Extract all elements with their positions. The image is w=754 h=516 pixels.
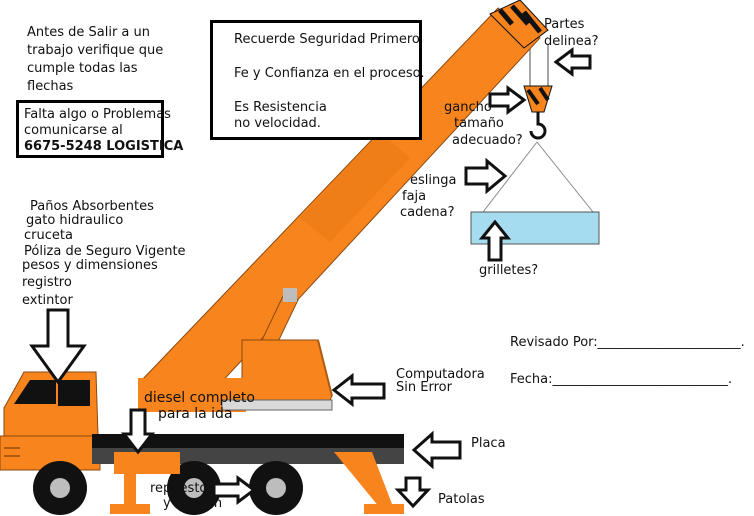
problems-box: Falta algo o Problemas comunicarse al 66… xyxy=(16,100,184,158)
safety-line: no velocidad. xyxy=(234,116,321,131)
grille xyxy=(4,447,20,457)
label-computadora: Sin Error xyxy=(396,380,452,395)
arrow-left-placa xyxy=(411,430,462,470)
check-arrows xyxy=(29,47,592,509)
checklist-item: Póliza de Seguro Vigente xyxy=(24,244,186,259)
sling-line xyxy=(482,141,538,213)
label-repuesto: y Presion xyxy=(163,496,223,511)
intro-note-line: flechas xyxy=(27,79,74,94)
sling-line xyxy=(536,141,594,213)
label-computadora: Computadora xyxy=(396,367,485,382)
problems-line: comunicarse al xyxy=(24,123,123,138)
label-partes: delinea? xyxy=(544,34,599,49)
hook-block-hatch xyxy=(526,86,550,106)
boom-tip-hatch xyxy=(498,4,542,34)
fecha-field[interactable]: Fecha:___________________________. xyxy=(510,372,733,387)
turret-base xyxy=(221,399,333,411)
label-repuesto: repuesto xyxy=(150,481,208,496)
truck-window xyxy=(58,380,90,406)
arrow-down-cab xyxy=(29,308,87,385)
arrow-up-grilletes xyxy=(478,219,512,262)
outrigger-rear xyxy=(334,452,404,514)
label-grilletes: grilletes? xyxy=(479,263,539,278)
problems-line: Falta algo o Problemas xyxy=(24,107,171,122)
wheel xyxy=(33,461,87,515)
label-gancho: tamaño xyxy=(454,116,504,131)
checklist-item: cruceta xyxy=(24,228,73,243)
checklist-item: Paños Absorbentes xyxy=(30,199,154,214)
arrow-left-computadora xyxy=(331,372,386,408)
cylinder-joint xyxy=(283,288,297,302)
label-para-ida: para la ida xyxy=(158,406,233,422)
label-patolas: Patolas xyxy=(438,492,485,507)
label-diesel: diesel completo xyxy=(144,390,255,406)
phone-number: 6675-5248 LOGISTICA xyxy=(24,139,184,154)
safety-line: Fe y Confianza en el proceso. xyxy=(234,66,425,81)
checklist-item: gato hidraulico xyxy=(26,213,124,228)
safety-line: Recuerde Seguridad Primero xyxy=(234,32,420,47)
wheel xyxy=(167,461,221,515)
label-gancho: gancho xyxy=(444,100,492,115)
truck-window xyxy=(14,380,56,404)
intro-note-line: Antes de Salir a un xyxy=(27,25,151,40)
label-eslinga: cadena? xyxy=(400,205,455,220)
label-partes: Partes xyxy=(544,17,585,32)
arrow-right-eslinga xyxy=(464,157,508,195)
chassis-top xyxy=(92,434,404,448)
outrigger-front xyxy=(110,452,180,514)
arrow-left-partes xyxy=(553,47,592,77)
arrow-right-repuesto xyxy=(212,475,257,505)
operator-cab xyxy=(241,339,333,405)
checklist-item: extintor xyxy=(22,293,73,308)
arrow-down-patolas xyxy=(394,476,432,509)
safety-line: Es Resistencia xyxy=(234,100,327,115)
label-eslinga: faja xyxy=(402,189,427,204)
revisado-field[interactable]: Revisado Por:______________________. xyxy=(510,335,745,350)
checklist-item: registro xyxy=(22,275,72,290)
label-placa: Placa xyxy=(471,436,506,451)
arrow-right-gancho xyxy=(488,85,527,115)
intro-note-line: cumple todas las xyxy=(27,61,138,76)
hook xyxy=(529,112,547,140)
intro-note-line: trabajo verifique que xyxy=(27,43,164,58)
arrow-down-diesel xyxy=(120,408,156,455)
safety-box: Recuerde Seguridad Primero Fe y Confianz… xyxy=(210,20,425,140)
checklist-item: pesos y dimensiones xyxy=(22,258,158,273)
cab-edge xyxy=(317,339,333,397)
wheel xyxy=(249,461,303,515)
boom-section xyxy=(300,132,410,242)
label-eslinga: eslinga xyxy=(410,173,457,188)
label-gancho: adecuado? xyxy=(452,133,523,148)
